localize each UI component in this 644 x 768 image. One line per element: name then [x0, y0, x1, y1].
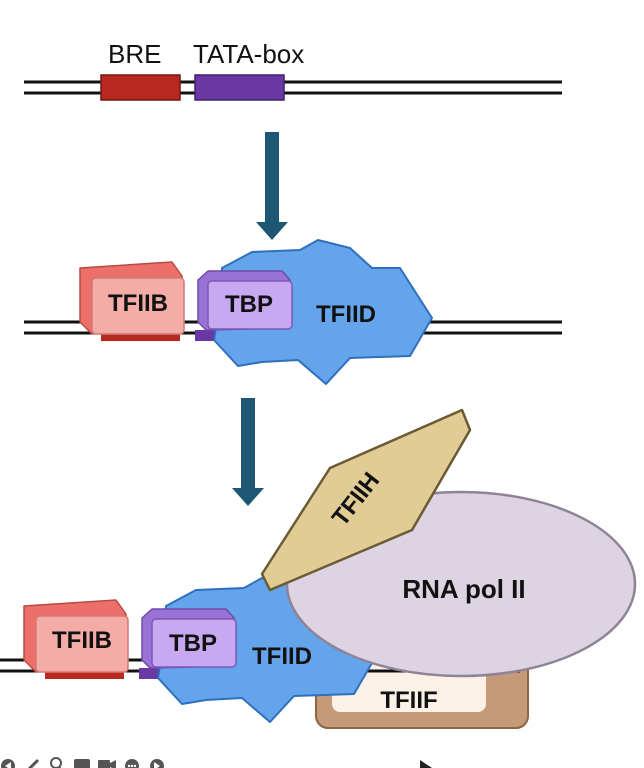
- tfiih-protein: [260, 408, 472, 592]
- step-1-promoter: BRE TATA-box: [24, 39, 562, 101]
- cursor-icon: [420, 760, 432, 768]
- bre-element: [45, 668, 124, 679]
- tbp-protein: [141, 608, 237, 669]
- tata-box-label: TATA-box: [193, 39, 304, 69]
- tbp-label: TBP: [169, 630, 217, 657]
- tata-box-element: [195, 330, 215, 341]
- tata-box-element: [139, 668, 159, 679]
- tfiib-protein: [23, 599, 129, 673]
- bre-element: [100, 74, 181, 101]
- chat-icon[interactable]: [125, 759, 139, 768]
- tfiif-label: TFIIF: [380, 687, 437, 714]
- tbp-label: TBP: [225, 291, 273, 318]
- tfiib-label: TFIIB: [52, 627, 112, 654]
- tfiid-label: TFIID: [252, 643, 312, 670]
- step-2-complex: TFIIB TBP TFIID: [24, 239, 562, 385]
- arrow-down-2: [232, 398, 264, 506]
- pencil-icon[interactable]: [27, 758, 40, 768]
- tbp-protein: [197, 270, 293, 331]
- forward-icon[interactable]: [150, 759, 164, 768]
- tfiib-label: TFIIB: [108, 290, 168, 317]
- tfiib-protein: [79, 261, 185, 335]
- camera-icon[interactable]: [98, 760, 116, 768]
- tfiid-label: TFIID: [316, 301, 376, 328]
- bottom-toolbar: [1, 757, 432, 768]
- rna-pol-ii-label: RNA pol II: [402, 574, 525, 604]
- bre-label: BRE: [108, 39, 161, 69]
- arrow-down-1: [256, 132, 288, 240]
- captions-icon[interactable]: [74, 759, 90, 768]
- back-icon[interactable]: [1, 759, 15, 768]
- search-icon[interactable]: [50, 757, 63, 768]
- tata-box-element: [194, 74, 285, 101]
- bre-element: [101, 330, 180, 341]
- step-3-preinitiation-complex: TFIIB TBP TFIID RNA pol II TFIIH TFIIF: [0, 408, 637, 729]
